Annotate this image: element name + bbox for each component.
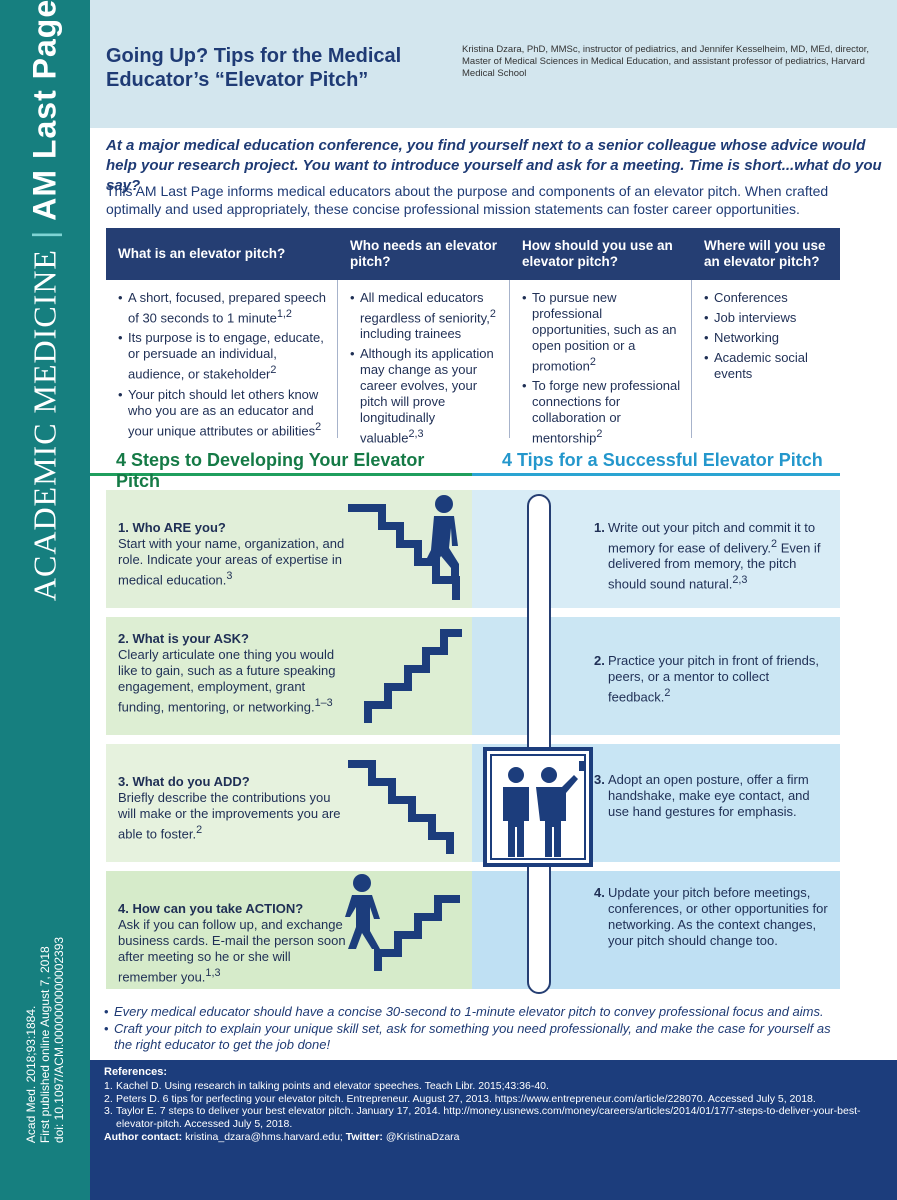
twitter-handle[interactable]: @KristinaDzara	[385, 1131, 460, 1143]
table-col-who: All medical educators regardless of seni…	[338, 280, 510, 446]
step-text: 4. How can you take ACTION? Ask if you c…	[118, 901, 346, 985]
citation: Acad Med. 2018;93:1884. First published …	[24, 937, 66, 1143]
tips-heading: 4 Tips for a Successful Elevator Pitch	[472, 448, 840, 476]
table-header-row: What is an elevator pitch? Who needs an …	[106, 228, 840, 280]
steps-heading: 4 Steps to Developing Your Elevator Pitc…	[90, 448, 472, 491]
citation-line: Acad Med. 2018;93:1884.	[24, 1005, 38, 1144]
table-header-who: Who needs an elevator pitch?	[350, 238, 498, 269]
list-item: Although its application may change as y…	[350, 346, 499, 446]
list-item: 3.Taylor E. 7 steps to deliver your best…	[104, 1105, 861, 1130]
step-title: 2. What is your ASK?	[118, 631, 249, 646]
step-card: 4. How can you take ACTION? Ask if you c…	[106, 871, 472, 989]
step-text: 3. What do you ADD? Briefly describe the…	[118, 774, 346, 842]
list-item: 2.Peters D. 6 tips for perfecting your e…	[104, 1092, 816, 1105]
stairs-up-icon	[364, 629, 462, 723]
list-item: Job interviews	[704, 310, 830, 326]
intro-question: At a major medical education conference,…	[106, 137, 882, 194]
authors: Kristina Dzara, PhD, MMSc, instructor of…	[462, 44, 870, 79]
citation-line: First published online August 7, 2018	[38, 946, 52, 1144]
step-title: 3. What do you ADD?	[118, 774, 250, 789]
tip-text: 4. Update your pitch before meetings, co…	[594, 885, 828, 948]
table-header-where: Where will you use an elevator pitch?	[704, 238, 826, 269]
overview-table: What is an elevator pitch? Who needs an …	[106, 228, 840, 446]
sidebar: ACADEMIC MEDICINE | AM Last Page Acad Med.…	[0, 0, 90, 1200]
section-name: AM Last Page	[26, 0, 63, 221]
author-contact: Author contact: kristina_dzara@hms.harva…	[104, 1131, 460, 1143]
journal-banner: ACADEMIC MEDICINE | AM Last Page	[27, 0, 64, 601]
table-header-how: How should you use an elevator pitch?	[522, 238, 673, 269]
step-title: 1. Who ARE you?	[118, 520, 226, 535]
step-card: 1. Who ARE you? Start with your name, or…	[106, 490, 472, 608]
elevator-car-icon	[483, 747, 593, 867]
list-item: All medical educators regardless of seni…	[350, 290, 499, 342]
references-heading: References:	[104, 1066, 167, 1078]
tip-text: 1. Write out your pitch and commit it to…	[594, 520, 821, 592]
list-item: Conferences	[704, 290, 830, 306]
table-col-what: A short, focused, prepared speech of 30 …	[106, 280, 338, 438]
list-item: A short, focused, prepared speech of 30 …	[118, 290, 327, 326]
step-text: 1. Who ARE you? Start with your name, or…	[118, 520, 345, 588]
table-header-what: What is an elevator pitch?	[118, 246, 286, 261]
stairs-climber-icon	[345, 874, 460, 971]
elevator-shaft	[527, 494, 551, 994]
list-item: Its purpose is to engage, educate, or pe…	[118, 330, 327, 382]
list-item: Every medical educator should have a con…	[104, 1004, 844, 1020]
list-item: To forge new professional connections fo…	[522, 378, 681, 446]
step-title: 4. How can you take ACTION?	[118, 901, 304, 916]
tip-text: 2. Practice your pitch in front of frien…	[594, 653, 819, 705]
table-col-how: To pursue new professional opportunities…	[510, 280, 692, 446]
step-text: 2. What is your ASK? Clearly articulate …	[118, 631, 346, 715]
table-body-row: A short, focused, prepared speech of 30 …	[106, 280, 840, 446]
header: Going Up? Tips for the Medical Educator’…	[90, 0, 897, 128]
page-title: Going Up? Tips for the Medical Educator’…	[106, 45, 402, 91]
references-section: References: 1.Kachel D. Using research i…	[90, 1060, 897, 1200]
step-card: 2. What is your ASK? Clearly articulate …	[106, 617, 472, 735]
stairs-climber-icon	[348, 495, 460, 600]
list-item: 1.Kachel D. Using research in talking po…	[104, 1080, 549, 1092]
tip-text: 3. Adopt an open posture, offer a firm h…	[594, 772, 810, 819]
list-item: Your pitch should let others know who yo…	[118, 387, 327, 439]
references-list: 1.Kachel D. Using research in talking po…	[104, 1080, 884, 1130]
list-item: Networking	[704, 330, 830, 346]
journal-name: ACADEMIC MEDICINE	[26, 249, 63, 602]
list-item: Academic social events	[704, 350, 830, 382]
citation-line: doi: 10.1097/ACM.0000000000002393	[52, 936, 66, 1144]
list-item: Craft your pitch to explain your unique …	[104, 1021, 844, 1053]
intro-text: This AM Last Page informs medical educat…	[106, 183, 829, 217]
banner-separator: |	[26, 230, 63, 240]
step-card: 3. What do you ADD? Briefly describe the…	[106, 744, 472, 862]
summary-list: Every medical educator should have a con…	[104, 1004, 844, 1054]
table-col-where: Conferences Job interviews Networking Ac…	[692, 280, 840, 438]
contact-email[interactable]: kristina_dzara@hms.harvard.edu;	[185, 1131, 343, 1143]
list-item: To pursue new professional opportunities…	[522, 290, 681, 374]
stairs-down-icon	[348, 760, 454, 854]
